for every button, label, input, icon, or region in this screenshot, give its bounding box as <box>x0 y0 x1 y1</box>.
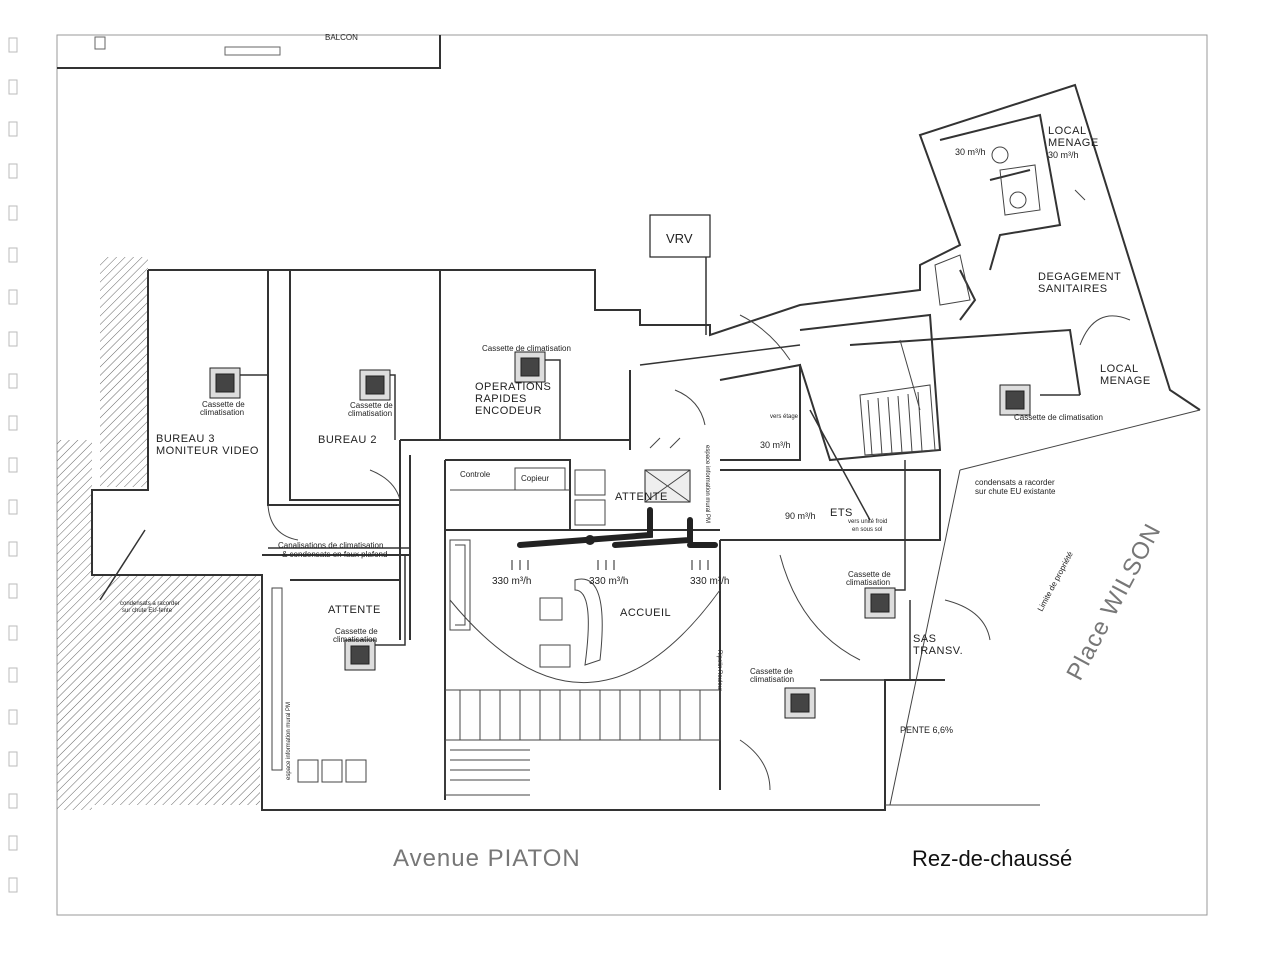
street-right: Place WILSON <box>1061 519 1166 685</box>
cassette-label-ets-1: Cassette de <box>848 570 891 579</box>
room-operations-line1: OPERATIONS <box>475 381 551 393</box>
room-local-right-line2: MENAGE <box>1100 375 1151 387</box>
cassette-icon-ets-right <box>864 587 896 619</box>
note-condensats-1: condensats a racorder <box>975 478 1055 487</box>
hatched-zone-lower-left <box>57 440 92 810</box>
flow-diffuser-2: 330 m³/h <box>589 576 628 587</box>
room-bureau2: BUREAU 2 <box>318 434 377 446</box>
flow-ets: 90 m³/h <box>785 511 816 521</box>
note-vers-unite-2: en sous sol <box>852 527 882 533</box>
cassette-icon-sanitaires <box>999 384 1031 416</box>
note-pente: PENTE 6,6% <box>900 725 953 735</box>
cassette-label-sanitaires: Cassette de climatisation <box>1014 413 1103 422</box>
note-espace-info-center: espace information mural PM <box>704 445 710 523</box>
cassette-label-operations: Cassette de climatisation <box>482 344 571 353</box>
room-ets: ETS <box>830 507 853 519</box>
flow-wc: 30 m³/h <box>955 147 986 157</box>
note-canalisations-2: & condensats en faux plafond <box>282 550 387 559</box>
cassette-label-attente-1: Cassette de <box>335 627 378 636</box>
room-local-right-line1: LOCAL <box>1100 363 1139 375</box>
balcony: BALCON <box>57 33 441 69</box>
annotations: Canalisations de climatisation & condens… <box>120 414 1075 780</box>
note-ripolin: Ripolin Rouleur <box>716 650 722 691</box>
note-vers-etage: vers étage <box>770 414 799 420</box>
note-condensats-2: sur chute EU existante <box>975 487 1056 496</box>
room-degagement-line1: DEGAGEMENT <box>1038 271 1121 283</box>
room-operations-line3: ENCODEUR <box>475 405 542 417</box>
room-sas-line2: TRANSV. <box>913 645 963 657</box>
cassette-label-bureau3-2: climatisation <box>200 408 244 417</box>
hatched-wall-left <box>100 257 148 487</box>
room-sas-line1: SAS <box>913 633 937 645</box>
cassette-label-bureau3-1: Cassette de <box>202 400 245 409</box>
vrv-label: VRV <box>666 231 693 246</box>
room-labels: BUREAU 3 MONITEUR VIDEO BUREAU 2 OPERATI… <box>156 125 1151 657</box>
partitions <box>267 146 1201 806</box>
balcony-label: BALCON <box>325 33 358 42</box>
note-espace-info-left: espace information mural PM <box>286 702 292 780</box>
cassette-label-bureau2-1: Cassette de <box>350 401 393 410</box>
cassette-label-ets-2: climatisation <box>846 578 890 587</box>
room-attente-left: ATTENTE <box>328 604 381 616</box>
room-copieur: Copieur <box>521 474 549 483</box>
room-bureau3-line2: MONITEUR VIDEO <box>156 445 259 457</box>
cassette-label-attente-2: climatisation <box>333 635 377 644</box>
cassette-label-lower-1: Cassette de <box>750 667 793 676</box>
note-vers-unite-1: vers unité froid <box>848 519 887 525</box>
hatched-zone-lower <box>92 575 260 805</box>
room-controle: Controle <box>460 470 491 479</box>
cassette-label-lower-2: climatisation <box>750 675 794 684</box>
flow-local: 30 m³/h <box>1048 150 1079 160</box>
room-local-top-line2: MENAGE <box>1048 137 1099 149</box>
cassette-icon-bureau3 <box>209 367 241 399</box>
cassette-icon-operations <box>514 351 546 383</box>
room-attente-center: ATTENTE <box>615 491 668 503</box>
cassette-icon-lower-right <box>784 687 816 719</box>
diffusers <box>511 560 709 570</box>
flow-vers-etage: 30 m³/h <box>760 440 791 450</box>
cassette-labels: Cassette de climatisation Cassette de cl… <box>200 344 1103 684</box>
flow-diffuser-1: 330 m³/h <box>492 576 531 587</box>
cassette-icon-bureau2 <box>359 369 391 401</box>
plan-title: Rez-de-chaussé <box>912 846 1072 871</box>
limit-label: Limite de propriété <box>1036 550 1075 613</box>
room-local-top-line1: LOCAL <box>1048 125 1087 137</box>
note-canalisations-1: Canalisations de climatisation <box>278 541 383 550</box>
vrv-unit: VRV <box>649 214 711 335</box>
flow-rates: 330 m³/h 330 m³/h 330 m³/h 30 m³/h 90 m³… <box>492 147 1079 587</box>
note-condensats-small-1: condensats a racorder <box>120 601 180 607</box>
room-accueil: ACCUEIL <box>620 607 671 619</box>
flow-diffuser-3: 330 m³/h <box>690 576 729 587</box>
street-bottom: Avenue PIATON <box>393 845 581 872</box>
cassette-label-bureau2-2: climatisation <box>348 409 392 418</box>
note-condensats-small-2: sur chute EU-fente <box>122 608 173 614</box>
binder-holes <box>8 37 18 893</box>
room-operations-line2: RAPIDES <box>475 393 527 405</box>
room-degagement-line2: SANITAIRES <box>1038 283 1108 295</box>
cassette-icon-attente-left <box>344 639 376 671</box>
room-bureau3-line1: BUREAU 3 <box>156 433 215 445</box>
ductwork <box>517 437 718 548</box>
cassettes <box>209 351 1031 719</box>
